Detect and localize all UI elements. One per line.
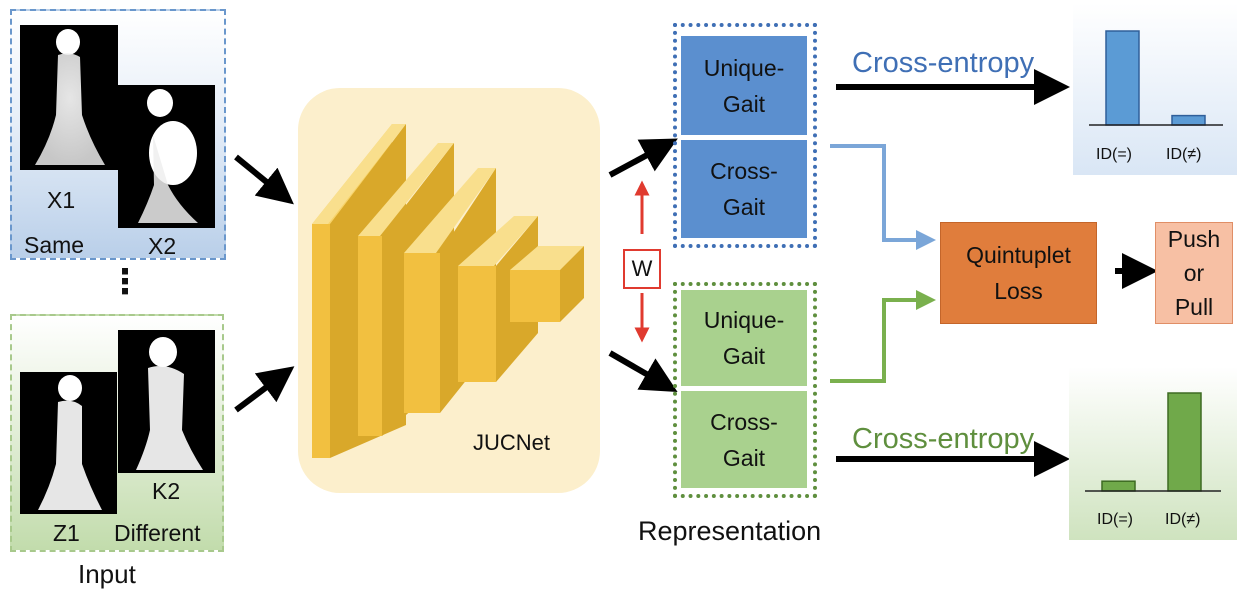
bar-bottom-bar-1 (1167, 392, 1202, 492)
bar-chart-top (1089, 30, 1223, 126)
representation-top (673, 23, 817, 248)
network-cubes (312, 124, 584, 458)
unique-gait-top-line1: Unique- (703, 54, 785, 81)
arrow-net-bottom (608, 350, 678, 392)
label-x2: X2 (148, 233, 177, 259)
label-z1: Z1 (53, 520, 80, 546)
label-x1: X1 (47, 187, 76, 213)
representation-bottom (673, 282, 817, 498)
silhouette-z1 (20, 372, 117, 514)
unique-gait-bottom-line2: Gait (722, 343, 766, 369)
push-line: Push (1167, 226, 1221, 252)
arrow-green-to-loss (830, 290, 936, 383)
cross-gait-top: Cross- Gait (681, 140, 807, 238)
bar-bottom-bar-0 (1101, 480, 1136, 492)
layer-5 (510, 246, 584, 322)
cross-gait-top-line1: Cross- (710, 158, 778, 184)
or-line: or (1183, 260, 1205, 286)
network-label: JUCNet (473, 430, 551, 455)
cross-gait-bottom-line1: Cross- (710, 408, 778, 435)
bar-panel-top (1073, 3, 1237, 175)
unique-gait-bottom: Unique- Gait (681, 290, 807, 386)
bar-bottom-label-0: ID(=) (1097, 511, 1133, 528)
unique-gait-top: Unique- Gait (681, 36, 807, 135)
ellipsis: ⋮ (108, 263, 142, 301)
quintuplet-line2: Loss (994, 278, 1043, 304)
cross-gait-top-line2: Gait (722, 194, 766, 220)
bar-top-bar-0 (1105, 30, 1140, 126)
label-same: Same (24, 232, 85, 258)
arrow-blue-to-loss (830, 144, 936, 250)
unique-gait-top-line2: Gait (722, 90, 766, 117)
bar-top-bar-1 (1171, 114, 1206, 126)
silhouette-x1 (20, 25, 118, 170)
representation-caption: Representation (638, 516, 822, 546)
arrow-input-bottom (234, 366, 295, 413)
silhouette-k2 (118, 330, 215, 473)
cross-gait-bottom-line2: Gait (722, 444, 766, 471)
label-k2: K2 (152, 478, 181, 504)
silhouette-x2 (118, 85, 215, 228)
weight-label: W (631, 256, 653, 281)
bar-bottom-label-1: ID(≠) (1165, 511, 1201, 528)
cross-entropy-bottom: Cross-entropy (852, 423, 1035, 455)
bar-top-label-1: ID(≠) (1166, 146, 1202, 163)
arrow-net-top (608, 138, 678, 178)
weight-box: W (623, 249, 661, 289)
cross-entropy-top: Cross-entropy (852, 47, 1035, 79)
unique-gait-bottom-line1: Unique- (703, 307, 785, 333)
arrow-input-top (234, 154, 294, 205)
input-caption: Input (78, 559, 136, 589)
bar-chart-bottom (1085, 392, 1221, 492)
pull-line: Pull (1174, 294, 1214, 320)
cross-gait-bottom: Cross- Gait (681, 391, 807, 488)
label-different: Different (114, 520, 201, 546)
quintuplet-line1: Quintuplet (966, 242, 1071, 268)
bar-panel-bottom (1069, 367, 1237, 540)
bar-top-label-0: ID(=) (1096, 146, 1132, 163)
